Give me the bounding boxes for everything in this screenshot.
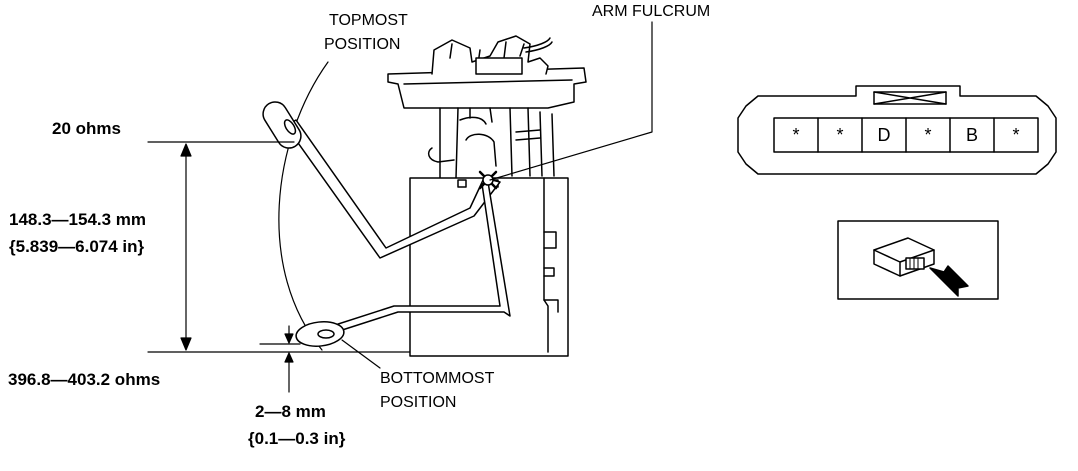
arm-fulcrum-leader	[489, 21, 653, 181]
gap-mm-label: 2—8 mm	[255, 402, 326, 421]
connector-pin-3: D	[877, 125, 891, 145]
gap-in-label: {0.1—0.3 in}	[248, 429, 346, 448]
arm-fulcrum-pivot	[478, 170, 498, 190]
topmost-label-line2: POSITION	[324, 36, 401, 53]
arm-fulcrum-label: ARM FULCRUM	[592, 3, 711, 20]
connector-pin-1: *	[792, 125, 800, 145]
bottommost-leader	[341, 339, 381, 369]
float-sweep-arc	[278, 61, 329, 351]
bottommost-label-line2: POSITION	[380, 394, 457, 411]
bottommost-label-line1: BOTTOMMOST	[380, 370, 495, 387]
ohms-bottom-label: 396.8—403.2 ohms	[8, 370, 161, 389]
topmost-label-line1: TOPMOST	[329, 12, 408, 29]
connector-pin-5: B	[965, 125, 978, 145]
connector-pin-2: *	[836, 125, 844, 145]
connector-pin-6: *	[1012, 125, 1020, 145]
dimension-lines	[147, 141, 411, 393]
height-in-label: {5.839—6.074 in}	[9, 237, 145, 256]
connector-face	[737, 85, 1057, 175]
connector-pin-4: *	[924, 125, 932, 145]
connector-with-arrow-icon	[837, 220, 999, 300]
height-mm-label: 148.3—154.3 mm	[9, 210, 147, 229]
ohms-top-label: 20 ohms	[52, 119, 121, 138]
